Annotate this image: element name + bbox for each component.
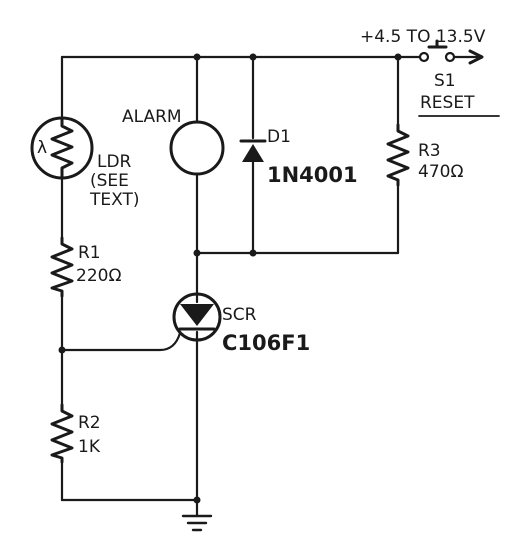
ldr-light-symbol: λ xyxy=(37,138,47,158)
ldr-note-line1: (SEE xyxy=(90,171,129,191)
scr-triangle xyxy=(180,304,214,326)
r3-value-label: 470Ω xyxy=(418,162,463,182)
switch-contact-left xyxy=(418,51,430,63)
r1-ref-label: R1 xyxy=(78,243,101,263)
s1-name-label: RESET xyxy=(420,93,475,113)
scr-part-label: C106F1 xyxy=(222,331,310,355)
r3-zigzag xyxy=(386,123,410,187)
r1-value-label: 220Ω xyxy=(76,266,121,286)
diode-d1 xyxy=(239,139,267,162)
r2-ref-label: R2 xyxy=(78,413,101,433)
alarm-circle xyxy=(169,120,225,176)
scr xyxy=(172,292,222,342)
arrow-head xyxy=(468,49,484,65)
junction-return-diode xyxy=(249,249,257,257)
labels: +4.5 TO 13.5V S1 RESET ALARM LDR (SEE TE… xyxy=(76,27,500,457)
resistor-r3 xyxy=(386,123,410,187)
d1-triangle xyxy=(242,144,264,162)
scr-body xyxy=(172,292,222,342)
ldr-resistor-zigzag xyxy=(50,116,74,180)
wire-gate xyxy=(60,331,182,352)
switch-s1 xyxy=(418,39,456,63)
r3-ref-label: R3 xyxy=(418,141,441,161)
r2-value-label: 1K xyxy=(78,437,101,457)
ldr-note-line2: TEXT) xyxy=(89,190,140,210)
junction-gate xyxy=(58,346,66,354)
ground-symbol xyxy=(181,514,213,532)
resistor-r2 xyxy=(50,403,74,464)
s1-ref-label: S1 xyxy=(434,71,456,91)
alarm-label: ALARM xyxy=(122,107,182,127)
junctions xyxy=(58,53,402,504)
r1-zigzag xyxy=(50,236,74,298)
switch-contact-right xyxy=(444,51,456,63)
junction-top-diode xyxy=(249,53,257,61)
ldr: λ xyxy=(30,116,94,180)
alarm xyxy=(169,120,225,176)
d1-part-label: 1N4001 xyxy=(267,163,358,187)
ldr-ref-label: LDR xyxy=(97,152,132,172)
scr-ref-label: SCR xyxy=(222,305,257,325)
d1-ref-label: D1 xyxy=(267,127,291,147)
switch-plunger xyxy=(427,39,448,49)
junction-top-r3 xyxy=(394,53,402,61)
junction-top-alarm xyxy=(193,53,201,61)
supply-label: +4.5 TO 13.5V xyxy=(360,27,486,47)
junction-return-left xyxy=(193,249,201,257)
wires xyxy=(60,49,484,518)
r2-zigzag xyxy=(50,403,74,464)
resistor-r1 xyxy=(50,236,74,298)
junction-ground xyxy=(193,496,201,504)
